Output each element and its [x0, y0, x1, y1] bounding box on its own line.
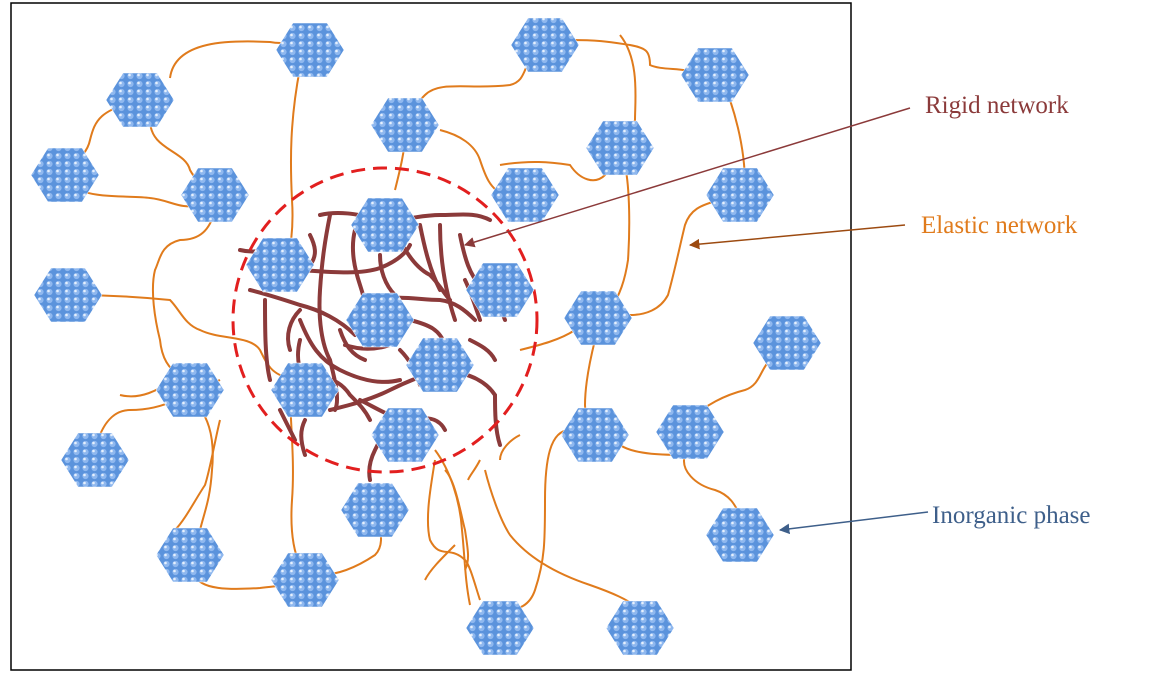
inorganic-particle	[605, 600, 675, 656]
inorganic-particle	[180, 167, 250, 223]
elastic-network-arrow	[688, 224, 906, 250]
rigid-network-label: Rigid network	[925, 92, 1069, 119]
inorganic-particle	[155, 527, 225, 583]
inorganic-particle	[275, 22, 345, 78]
inorganic-particle	[370, 407, 440, 463]
inorganic-particle	[33, 267, 103, 323]
inorganic-particle	[105, 72, 175, 128]
inorganic-particle	[270, 362, 340, 418]
inorganic-particle	[405, 337, 475, 393]
inorganic-particle	[465, 262, 535, 318]
inorganic-particle	[245, 237, 315, 293]
elastic-network-label: Elastic network	[921, 212, 1078, 239]
inorganic-particle	[30, 147, 100, 203]
rigid-network-arrow	[463, 107, 911, 248]
inorganic-particle	[350, 197, 420, 253]
inorganic-particle	[465, 600, 535, 656]
inorganic-particle	[155, 362, 225, 418]
inorganic-particle	[560, 407, 630, 463]
inorganic-particle	[705, 167, 775, 223]
inorganic-particle	[655, 404, 725, 460]
inorganic-particle	[60, 432, 130, 488]
inorganic-phase-arrow	[778, 511, 929, 535]
inorganic-particle	[370, 97, 440, 153]
diagram-frame	[10, 2, 852, 671]
inorganic-particle	[490, 167, 560, 223]
inorganic-phase-label: Inorganic phase	[932, 502, 1091, 529]
inorganic-particle	[270, 552, 340, 608]
inorganic-particle	[510, 17, 580, 73]
rigid-region-dashed-circle	[231, 166, 539, 474]
inorganic-particle	[345, 292, 415, 348]
inorganic-particle	[705, 507, 775, 563]
inorganic-particles	[30, 17, 822, 656]
inorganic-particle	[585, 120, 655, 176]
inorganic-particle	[752, 315, 822, 371]
inorganic-particle	[340, 482, 410, 538]
inorganic-particle	[680, 47, 750, 103]
inorganic-particle	[563, 290, 633, 346]
